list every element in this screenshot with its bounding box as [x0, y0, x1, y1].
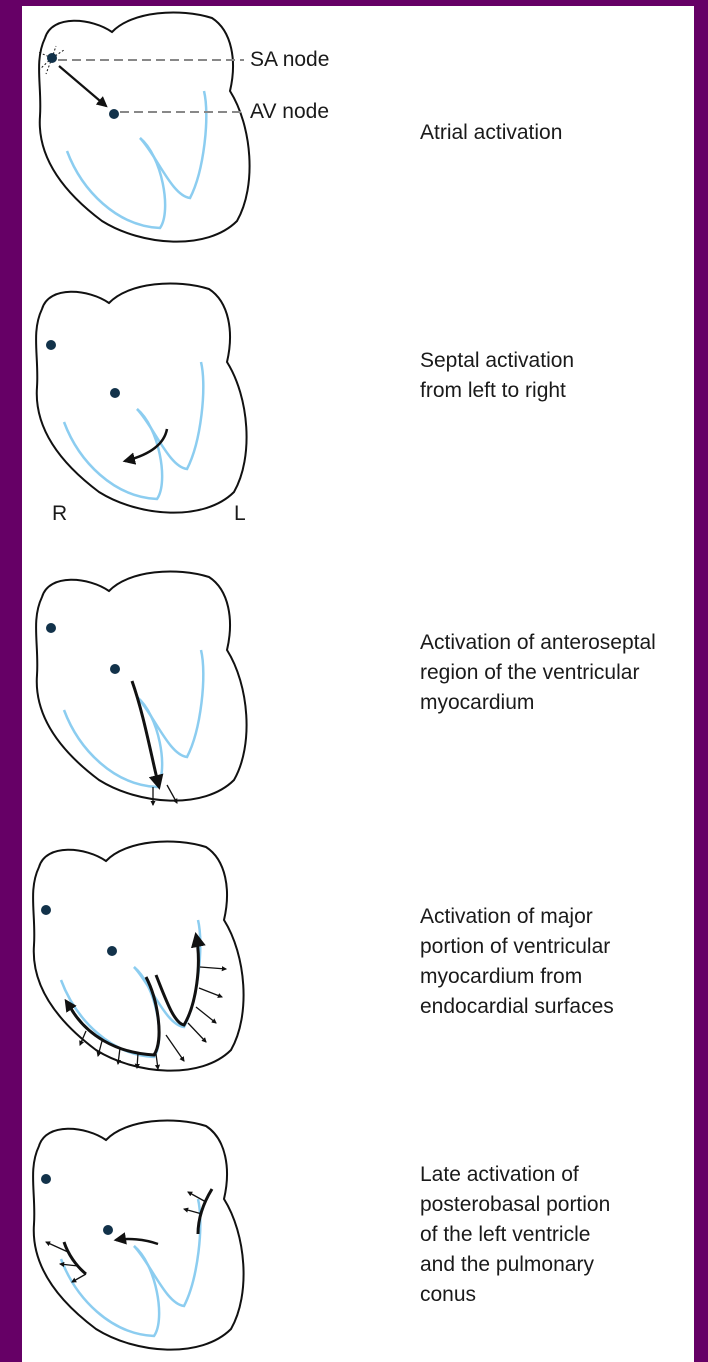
caption-line: Late activation of — [420, 1160, 610, 1190]
caption-line: portion of ventricular — [420, 932, 614, 962]
av-node-label: AV node — [250, 100, 329, 124]
caption-line: and the pulmonary — [420, 1250, 610, 1280]
right-side-label: R — [52, 502, 67, 526]
endocardium-left — [134, 1199, 200, 1306]
av-node — [110, 388, 120, 398]
caption-line: from left to right — [420, 376, 574, 406]
conduction-arrow — [59, 66, 106, 106]
caption-major-portion-activation: Activation of major portion of ventricul… — [420, 902, 614, 1022]
caption-line: posterobasal portion — [420, 1190, 610, 1220]
caption-line: Activation of anteroseptal — [420, 628, 656, 658]
heart-stage-3 — [36, 571, 247, 805]
caption-septal-activation: Septal activation from left to right — [420, 346, 574, 406]
heart-outline — [36, 571, 247, 800]
av-node — [103, 1225, 113, 1235]
left-ventricle-front — [156, 935, 198, 1025]
caption-line: Septal activation — [420, 346, 574, 376]
sa-node — [41, 1174, 51, 1184]
caption-anteroseptal-activation: Activation of anteroseptal region of the… — [420, 628, 656, 718]
heart-outline — [33, 841, 244, 1070]
heart-outline — [36, 283, 247, 512]
heart-outline — [33, 1120, 244, 1349]
conus-front — [64, 1242, 86, 1274]
caption-line: conus — [420, 1280, 610, 1310]
av-node — [109, 109, 119, 119]
septum-to-av-arrow — [116, 1239, 158, 1244]
sa-node — [46, 623, 56, 633]
av-node — [110, 664, 120, 674]
caption-line: region of the ventricular — [420, 658, 656, 688]
anteroseptal-pathway — [132, 681, 159, 787]
sa-node — [46, 340, 56, 350]
sa-node-label: SA node — [250, 48, 329, 72]
heart-outline — [39, 12, 250, 241]
heart-stage-4 — [33, 841, 244, 1070]
caption-line: myocardium from — [420, 962, 614, 992]
left-side-label: L — [234, 502, 246, 526]
caption-atrial-activation: Atrial activation — [420, 118, 562, 148]
right-ventricle-front — [70, 977, 159, 1055]
caption-line: Activation of major — [420, 902, 614, 932]
sa-node — [47, 53, 57, 63]
caption-line: Atrial activation — [420, 118, 562, 148]
endocardium-left — [140, 91, 206, 198]
caption-line: myocardium — [420, 688, 656, 718]
heart-stage-1 — [38, 12, 250, 241]
heart-stage-2 — [36, 283, 247, 512]
sa-node — [41, 905, 51, 915]
heart-stage-5 — [33, 1120, 244, 1349]
caption-late-activation: Late activation of posterobasal portion … — [420, 1160, 610, 1310]
caption-line: endocardial surfaces — [420, 992, 614, 1022]
caption-line: of the left ventricle — [420, 1220, 610, 1250]
av-node — [107, 946, 117, 956]
diagram-panel: SA node AV node R L Atrial activation Se… — [22, 6, 694, 1362]
